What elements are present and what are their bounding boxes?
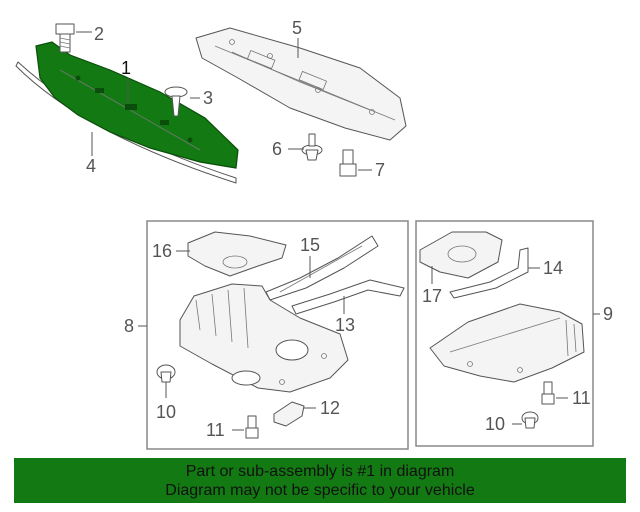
callout-13: 13 — [335, 315, 355, 335]
part-2-bolt — [55, 23, 75, 53]
part-13-bracket — [291, 279, 405, 315]
callout-2: 2 — [94, 24, 104, 44]
part-11-bolt-left — [245, 415, 259, 439]
callout-10-right: 10 — [485, 414, 505, 434]
callout-17: 17 — [422, 286, 442, 306]
callout-10-left: 10 — [156, 402, 176, 422]
part-15-bracket — [265, 235, 379, 301]
part-undercover-right — [429, 303, 585, 383]
callout-3: 3 — [203, 88, 213, 108]
group-box-9 — [415, 220, 594, 447]
leader-lines — [76, 31, 600, 431]
callout-8: 8 — [124, 316, 134, 336]
callout-9: 9 — [603, 304, 613, 324]
banner-line-1: Part or sub-assembly is #1 in diagram — [185, 462, 455, 480]
part-3-clip — [164, 86, 188, 117]
part-undercover-main — [179, 283, 349, 393]
part-14-bracket — [449, 247, 529, 299]
callout-6: 6 — [272, 139, 282, 159]
part-6-screw — [301, 133, 323, 161]
group-box-8 — [146, 220, 409, 450]
parts-diagram: 2 1 3 4 5 6 7 8 9 16 15 13 14 17 10 11 1… — [15, 18, 613, 450]
part-11-bolt-right — [541, 381, 555, 405]
part-5-panel — [195, 27, 407, 141]
banner-line-2: Diagram may not be specific to your vehi… — [165, 481, 475, 499]
callout-11-right: 11 — [572, 388, 591, 408]
part-10-screw-right — [521, 411, 539, 429]
callout-15: 15 — [300, 235, 320, 255]
part-7-bolt — [339, 149, 357, 177]
callout-12: 12 — [320, 398, 340, 418]
notice-banner: Part or sub-assembly is #1 in diagram Di… — [14, 458, 626, 503]
callout-7: 7 — [375, 160, 385, 180]
part-1-upper-cover[interactable] — [35, 41, 239, 169]
part-12-cap — [273, 401, 305, 427]
part-16-cover — [187, 231, 287, 277]
callout-5: 5 — [292, 18, 302, 38]
callout-4: 4 — [86, 156, 96, 176]
callout-16: 16 — [152, 241, 172, 261]
part-17-cover — [419, 231, 503, 279]
callout-11-left: 11 — [206, 420, 225, 440]
part-10-screw-left — [156, 364, 176, 383]
callout-1: 1 — [121, 58, 131, 78]
callout-14: 14 — [543, 258, 563, 278]
